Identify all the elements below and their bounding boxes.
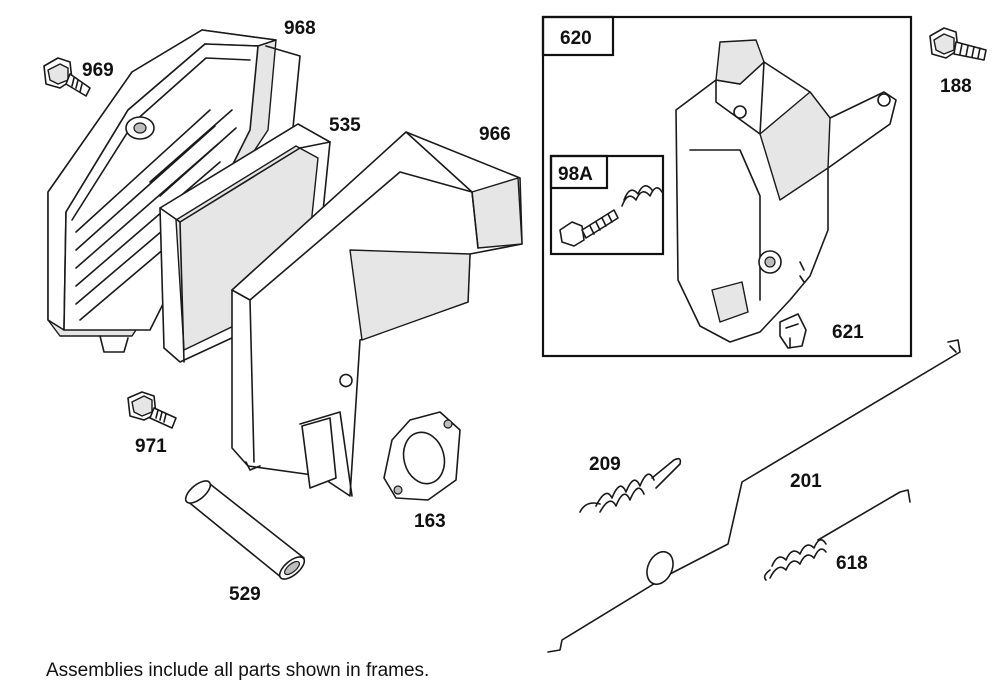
screw-icon [43,57,91,97]
part-label-209: 209 [589,454,621,475]
part-label-163: 163 [414,511,446,532]
screw-icon [929,27,987,61]
part-label-971: 971 [135,436,167,457]
part-label-620: 620 [560,28,592,49]
part-label-621: 621 [832,322,864,343]
assembly-frame-620 [541,15,913,358]
control-bracket-icon [675,39,897,343]
part-label-529: 529 [229,584,261,605]
tube-icon [184,480,306,580]
clip-icon [779,313,807,349]
governor-link-icon [547,339,961,653]
part-label-966: 966 [479,124,511,145]
part-label-969: 969 [82,60,114,81]
part-label-618: 618 [836,553,868,574]
footnote: Assemblies include all parts shown in fr… [46,660,429,681]
part-label-98A: 98A [558,164,593,185]
part-label-968: 968 [284,18,316,39]
part-label-188: 188 [940,76,972,97]
gasket-icon [383,411,461,501]
air-cleaner-cover-icon [47,29,301,353]
part-label-201: 201 [790,471,822,492]
air-cleaner-base-icon [231,131,523,497]
extension-spring-icon [763,489,911,581]
frame-tag-98A [549,154,609,190]
screw-and-spring-icon [559,185,663,247]
part-label-535: 535 [329,115,361,136]
frame-tag-620 [541,15,615,57]
spring-icon [579,457,682,513]
screw-icon [127,391,177,429]
